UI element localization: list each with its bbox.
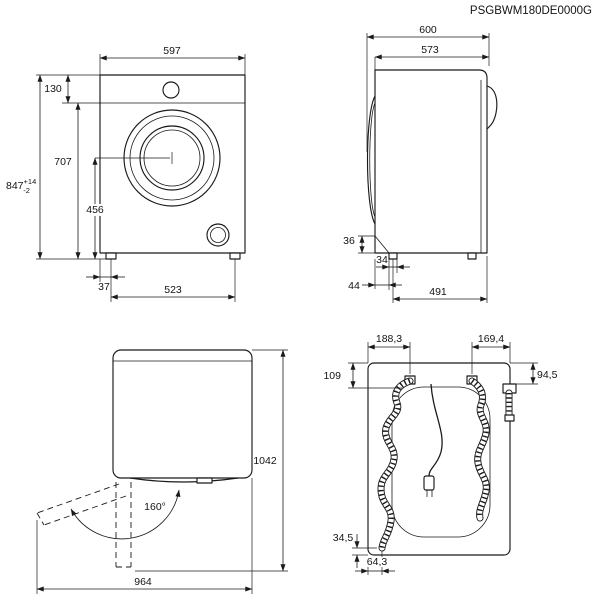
dim-front-foot-inset: 37: [98, 281, 110, 293]
front-cabinet-outline: [99, 74, 246, 254]
dim-width-door-open: 964: [134, 576, 152, 588]
door-front-bulge: [129, 477, 239, 483]
drawing-code: PSGBWM180DE0000G: [470, 5, 592, 17]
dim-rear-hose-bottom-offset: 34,5: [333, 532, 354, 544]
dim-door-angle: 160°: [144, 501, 166, 513]
top-view-dimensions: 1042 964: [36, 349, 288, 594]
rear-cabinet-outline: [367, 362, 511, 556]
top-open-view: 160° 1042 964: [36, 349, 288, 594]
drain-hose-icon: [377, 377, 414, 552]
side-rear-foot: [467, 252, 477, 260]
door-swing: 160°: [36, 482, 181, 568]
door-handle-icon: [196, 477, 213, 484]
inlet-connector-icon: [502, 383, 517, 422]
door-bulge-inner: [369, 102, 376, 218]
side-view: 600 573 36 34 44 491: [343, 24, 498, 303]
dim-rear-drain-offset: 188,3: [376, 333, 402, 345]
dim-side-foot-size: 34: [376, 254, 388, 266]
power-plug-icon: [423, 475, 435, 491]
filter-cap-outer-icon: [206, 223, 230, 247]
filter-cap-inner-icon: [210, 227, 226, 243]
door-open-160-edge: [36, 483, 120, 514]
rear-view: 188,3 169,4 109 94,5 34,5 64,3: [323, 333, 558, 575]
side-view-machine: [366, 69, 498, 260]
program-knob-icon: [162, 81, 180, 99]
dim-depth-door-open: 1042: [253, 455, 277, 467]
dim-rear-inlet-top-offset: 94,5: [537, 369, 558, 381]
door-open-160-edge: [43, 495, 127, 526]
side-cabinet-outline: [374, 69, 488, 254]
dim-side-depth-overall: 600: [419, 24, 437, 36]
door-open-160-tip: [36, 512, 45, 526]
front-right-foot: [229, 252, 241, 260]
dim-front-upper-height: 707: [54, 156, 72, 168]
dim-rear-hose-side-offset: 64,3: [367, 556, 388, 568]
top-view-machine: [112, 349, 253, 484]
dim-side-depth-body: 573: [421, 44, 439, 56]
side-view-dimensions: 600 573 36 34 44 491: [343, 24, 490, 303]
plinth-line: [374, 235, 390, 254]
dim-front-door-center-height: 456: [86, 204, 104, 216]
front-view: 597 130 847+14-2 707 456 37 523: [6, 45, 246, 302]
dim-front-panel-offset: 130: [44, 83, 62, 95]
side-front-foot: [388, 252, 398, 260]
dim-rear-inlet-offset: 169,4: [478, 333, 504, 345]
power-cord-icon: [423, 383, 443, 497]
top-cabinet-outline: [112, 349, 253, 479]
dim-front-width: 597: [163, 45, 181, 57]
rear-hose-guide-icon: [486, 85, 498, 130]
dim-side-plinth-height: 36: [343, 235, 355, 247]
rear-view-dimensions: 188,3 169,4 109 94,5 34,5 64,3: [323, 333, 558, 575]
dim-side-base-depth: 491: [429, 286, 447, 298]
front-view-dimensions: 597 130 847+14-2 707 456 37 523: [6, 45, 246, 302]
door-swing-arc: [70, 489, 181, 540]
door-bulge-outline: [366, 95, 376, 225]
front-view-machine: [99, 74, 246, 260]
front-left-foot: [105, 252, 117, 260]
dim-rear-drain-top-offset: 109: [323, 370, 341, 382]
dim-front-feet-span: 523: [164, 284, 182, 296]
inlet-hose-icon: [468, 377, 490, 522]
dim-front-overall-height: 847+14-2: [6, 177, 36, 195]
dim-side-foot-setback: 44: [348, 280, 360, 292]
